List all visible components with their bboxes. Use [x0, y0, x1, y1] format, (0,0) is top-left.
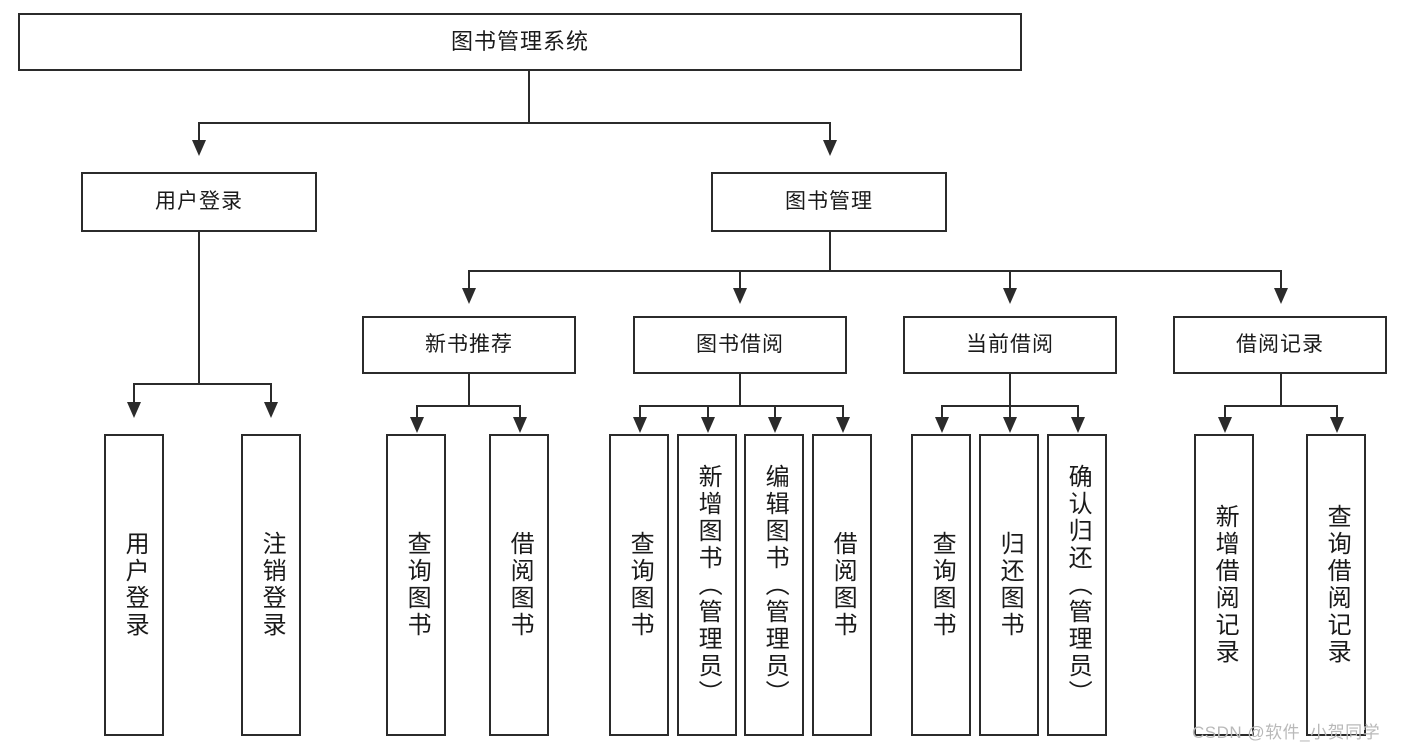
node-label: 当前借阅: [966, 333, 1054, 357]
node-label: 查询图书: [403, 531, 431, 639]
node-label: 新书推荐: [425, 333, 513, 357]
leaf-cb-return-book[interactable]: 归还图书: [979, 434, 1039, 736]
leaf-nb-query-book[interactable]: 查询图书: [386, 434, 446, 736]
node-user-login[interactable]: 用户登录: [81, 172, 317, 232]
connector-drop-bb-edit: [774, 405, 776, 420]
connector-user-login-bus: [133, 383, 270, 385]
node-label: 查询借阅记录: [1323, 504, 1351, 666]
leaf-br-add-record[interactable]: 新增借阅记录: [1194, 434, 1254, 736]
arrowhead-book-management: [823, 140, 837, 156]
connector-level3-bus: [468, 270, 1281, 272]
node-label: 图书管理系统: [450, 28, 589, 54]
leaf-bb-borrow-book[interactable]: 借阅图书: [812, 434, 872, 736]
arrowhead-nb-query: [410, 417, 424, 433]
arrowhead-bb-query: [633, 417, 647, 433]
connector-drop-br-add: [1224, 405, 1226, 420]
arrowhead-cb-query: [935, 417, 949, 433]
leaf-user-login[interactable]: 用户登录: [104, 434, 164, 736]
connector-drop-nb-query: [416, 405, 418, 420]
connector-book-borrow-bus: [639, 405, 844, 407]
node-label: 确认归还（管理员）: [1064, 463, 1092, 707]
node-label: 编辑图书（管理员）: [761, 463, 789, 707]
node-label: 新增借阅记录: [1211, 504, 1239, 666]
connector-drop-cb-query: [941, 405, 943, 420]
arrowhead-bb-add: [701, 417, 715, 433]
node-label: 归还图书: [996, 531, 1024, 639]
arrowhead-cb-confirm: [1071, 417, 1085, 433]
node-label: 查询图书: [928, 531, 956, 639]
connector-level2-bus: [198, 122, 830, 124]
connector-drop-book-management: [829, 122, 831, 144]
leaf-cb-confirm-return[interactable]: 确认归还（管理员）: [1047, 434, 1107, 736]
arrowhead-current-borrow: [1003, 288, 1017, 304]
arrowhead-bb-edit: [768, 417, 782, 433]
connector-drop-borrow-record: [1280, 270, 1282, 292]
connector-current-borrow-stem: [1009, 374, 1011, 406]
arrowhead-br-query: [1330, 417, 1344, 433]
connector-new-book-recommend-stem: [468, 374, 470, 406]
leaf-cb-query-book[interactable]: 查询图书: [911, 434, 971, 736]
node-label: 借阅记录: [1236, 333, 1324, 357]
arrowhead-leaf-user-login: [127, 402, 141, 418]
leaf-nb-borrow-book[interactable]: 借阅图书: [489, 434, 549, 736]
arrowhead-book-borrow: [733, 288, 747, 304]
connector-drop-cb-confirm: [1077, 405, 1079, 420]
connector-drop-nb-borrow: [519, 405, 521, 420]
node-label: 借阅图书: [829, 531, 857, 639]
connector-drop-leaf-user-login: [133, 383, 135, 406]
arrowhead-br-add: [1218, 417, 1232, 433]
connector-drop-user-login: [198, 122, 200, 144]
node-label: 借阅图书: [506, 531, 534, 639]
node-label: 用户登录: [155, 190, 243, 214]
connector-borrow-record-bus: [1224, 405, 1338, 407]
leaf-bb-add-book[interactable]: 新增图书（管理员）: [677, 434, 737, 736]
node-label: 图书借阅: [696, 333, 784, 357]
node-label: 新增图书（管理员）: [694, 463, 722, 707]
node-new-book-recommend[interactable]: 新书推荐: [362, 316, 576, 374]
connector-borrow-record-stem: [1280, 374, 1282, 406]
node-book-borrow[interactable]: 图书借阅: [633, 316, 847, 374]
node-label: 查询图书: [626, 531, 654, 639]
connector-drop-cb-return: [1009, 405, 1011, 420]
node-borrow-record[interactable]: 借阅记录: [1173, 316, 1387, 374]
connector-new-book-recommend-bus: [416, 405, 521, 407]
arrowhead-user-login: [192, 140, 206, 156]
leaf-bb-query-book[interactable]: 查询图书: [609, 434, 669, 736]
connector-drop-leaf-logout: [270, 383, 272, 406]
connector-root-stem: [528, 71, 530, 123]
connector-user-login-stem: [198, 232, 200, 384]
connector-drop-bb-add: [707, 405, 709, 420]
leaf-bb-edit-book[interactable]: 编辑图书（管理员）: [744, 434, 804, 736]
connector-book-management-stem: [829, 232, 831, 272]
node-book-management[interactable]: 图书管理: [711, 172, 947, 232]
arrowhead-leaf-logout: [264, 402, 278, 418]
node-current-borrow[interactable]: 当前借阅: [903, 316, 1117, 374]
node-label: 注销登录: [258, 531, 286, 639]
connector-drop-bb-borrow: [842, 405, 844, 420]
arrowhead-new-book-recommend: [462, 288, 476, 304]
node-label: 用户登录: [121, 531, 149, 639]
connector-drop-current-borrow: [1009, 270, 1011, 292]
arrowhead-borrow-record: [1274, 288, 1288, 304]
node-label: 图书管理: [785, 190, 873, 214]
connector-book-borrow-stem: [739, 374, 741, 406]
arrowhead-cb-return: [1003, 417, 1017, 433]
node-root-book-management-system[interactable]: 图书管理系统: [18, 13, 1022, 71]
connector-drop-bb-query: [639, 405, 641, 420]
connector-drop-book-borrow: [739, 270, 741, 292]
arrowhead-nb-borrow: [513, 417, 527, 433]
arrowhead-bb-borrow: [836, 417, 850, 433]
connector-drop-new-book-recommend: [468, 270, 470, 292]
leaf-logout[interactable]: 注销登录: [241, 434, 301, 736]
connector-drop-br-query: [1336, 405, 1338, 420]
leaf-br-query-record[interactable]: 查询借阅记录: [1306, 434, 1366, 736]
